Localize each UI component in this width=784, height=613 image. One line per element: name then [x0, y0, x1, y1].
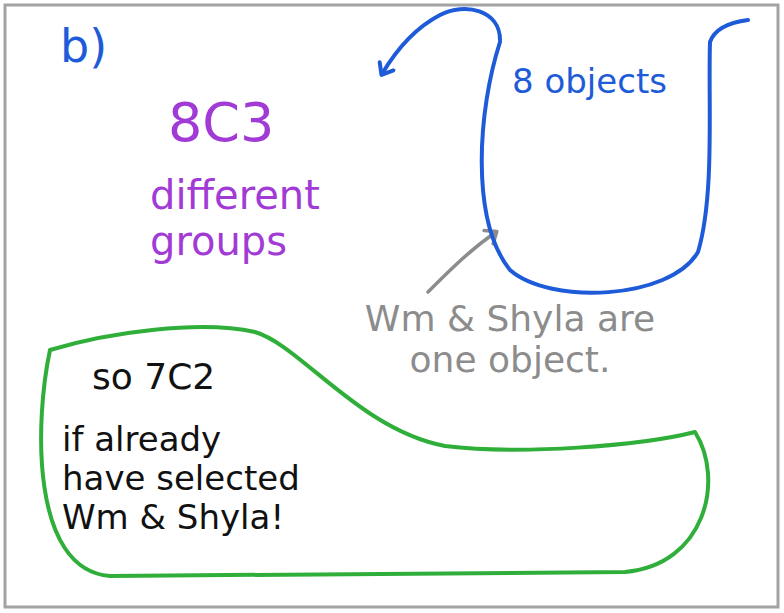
- condition-loop-line: [41, 327, 708, 576]
- combination-formula: 8C3: [168, 92, 274, 154]
- node-text: so 7C2: [92, 356, 215, 397]
- curved-arrow: [382, 9, 500, 74]
- pointer-arrow: [428, 232, 496, 292]
- objects-outline: 8 objects: [470, 20, 730, 305]
- annotation-text: Wm & Shyla are one object.: [330, 298, 690, 381]
- subpart-label: b): [60, 20, 107, 73]
- frame-border: [5, 5, 778, 607]
- node-text: 8 objects: [512, 62, 667, 101]
- note-text: different groups: [150, 172, 380, 264]
- objects-outline-line: [482, 20, 748, 293]
- node-text: if already have selected Wm & Shyla!: [62, 420, 310, 537]
- condition-loop: so 7C2 if already have selected Wm & Shyl…: [30, 310, 740, 590]
